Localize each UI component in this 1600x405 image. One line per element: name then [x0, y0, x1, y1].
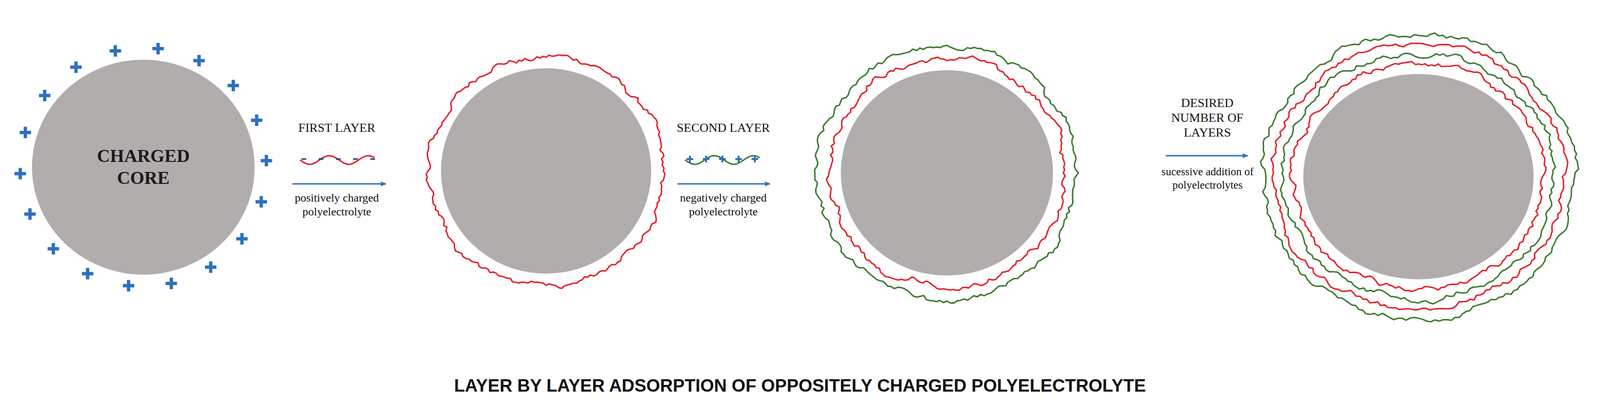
plus-sign [23, 126, 28, 139]
plus-sign [255, 114, 259, 127]
surface-charges [14, 42, 272, 292]
step-label: FIRST LAYER [284, 120, 390, 136]
minus-sign [335, 158, 341, 161]
core-particle [840, 70, 1053, 276]
plus-sign [113, 45, 118, 57]
core-outline [32, 59, 255, 275]
polyelectrolyte-chain [685, 155, 760, 165]
polyelectrolyte-layer [814, 45, 1079, 303]
polyelectrolyte-layer [1270, 43, 1568, 311]
core-particles [440, 68, 1534, 280]
core-label: CHARGED CORE [83, 145, 204, 189]
minus-sign [353, 158, 358, 161]
plus-sign [259, 196, 263, 208]
plus-sign [85, 268, 90, 280]
plus-sign [264, 154, 269, 167]
polyelectrolyte-icons [300, 155, 760, 165]
step-label: negatively charged polyelectrolyte [668, 191, 779, 219]
step-label: positively charged polyelectrolyte [281, 191, 392, 219]
polyelectrolyte-chain [300, 155, 375, 165]
minus-sign [301, 158, 307, 161]
plus-sign [169, 277, 173, 290]
plus-sign [231, 79, 236, 92]
plus-sign [18, 168, 22, 180]
core-shape [32, 59, 255, 275]
core-circle: CHARGED CORE [32, 59, 255, 275]
polyelectrolyte-layer [1280, 53, 1556, 304]
plus-sign [51, 243, 55, 255]
plus-sign [208, 261, 213, 273]
polyelectrolyte-layers [426, 32, 1579, 323]
plus-sign [240, 233, 244, 245]
polyelectrolyte-layer [1289, 61, 1547, 292]
polyelectrolyte-layer [826, 55, 1066, 290]
plus-sign [197, 54, 201, 67]
figure-caption: LAYER BY LAYER ADSORPTION OF OPPOSITELY … [0, 375, 1600, 397]
plus-sign [74, 61, 78, 74]
plus-sign [737, 155, 740, 163]
minus-sign [318, 158, 324, 161]
minus-sign [370, 158, 376, 161]
core-particle [440, 68, 652, 274]
plus-sign [721, 155, 724, 163]
process-arrow [1165, 155, 1248, 157]
step-label: SECOND LAYER [668, 120, 779, 136]
plus-sign [705, 155, 708, 163]
core-particle [1303, 74, 1534, 280]
process-arrow [292, 183, 387, 185]
plus-sign [127, 279, 131, 292]
process-arrow [677, 183, 771, 185]
plus-sign [28, 208, 32, 220]
plus-sign [753, 155, 756, 163]
step-label: DESIRED NUMBER OF LAYERS [1159, 95, 1256, 141]
plus-sign [688, 155, 691, 163]
plus-sign [156, 42, 160, 55]
process-arrows [292, 155, 1248, 184]
polyelectrolyte-layer [426, 54, 666, 289]
polyelectrolyte-layer [1260, 32, 1579, 323]
plus-sign [42, 89, 47, 102]
step-label: sucessive addition of polyelectrolytes [1158, 165, 1257, 192]
